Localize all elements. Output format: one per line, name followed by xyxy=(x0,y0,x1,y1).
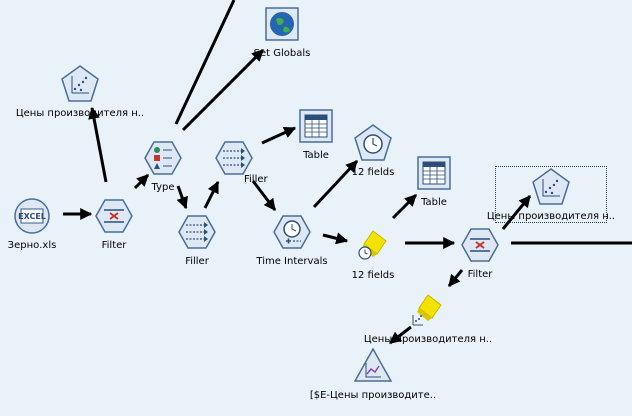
link-ti-model xyxy=(322,232,349,245)
node-filler-2[interactable]: Filler xyxy=(178,215,216,267)
node-label: Filter xyxy=(101,240,127,251)
node-type[interactable]: Type xyxy=(144,141,182,193)
globe-icon xyxy=(265,7,299,41)
node-model-1[interactable]: 12 fields xyxy=(352,230,394,281)
filler-icon xyxy=(178,215,216,249)
node-time-intervals[interactable]: Time Intervals xyxy=(256,215,328,267)
node-filter-2[interactable]: Filter xyxy=(461,228,499,280)
node-label: Table xyxy=(303,150,329,161)
node-label: Filler xyxy=(185,256,209,267)
link-filler1-table xyxy=(261,126,297,145)
filter-icon xyxy=(461,228,499,262)
link-ti-fields xyxy=(312,159,359,209)
node-label: 12 fields xyxy=(351,167,395,178)
node-label: 12 fields xyxy=(351,270,395,281)
node-label: Цены производителя н.. xyxy=(363,334,493,345)
node-filter-1[interactable]: Filter xyxy=(95,199,133,251)
link-filler1-timeintervals xyxy=(251,180,277,211)
link-filter-type xyxy=(133,173,150,190)
excel-source-icon: EXCEL xyxy=(14,198,50,234)
node-label: Цены производителя н.. xyxy=(15,108,145,119)
node-set-globals[interactable]: Set Globals xyxy=(254,7,310,59)
link-filter-model2 xyxy=(447,269,464,287)
node-label: Time Intervals xyxy=(256,256,328,267)
plot-icon xyxy=(532,168,570,205)
link-model-table xyxy=(391,193,418,220)
node-e-plot[interactable]: [$E-Цены производите.. xyxy=(310,347,436,401)
time-intervals-icon xyxy=(273,215,311,249)
link-filler2-filler1 xyxy=(203,180,220,209)
selection-box xyxy=(495,166,607,223)
table-icon xyxy=(299,109,333,143)
filler-icon xyxy=(215,141,253,175)
node-plot-2[interactable]: Цены производителя н.. xyxy=(487,168,615,222)
type-icon xyxy=(144,141,182,175)
node-label: Filler xyxy=(244,174,268,185)
node-excel-source[interactable]: EXCEL Зерно.xls xyxy=(8,198,56,251)
node-table-2[interactable]: Table xyxy=(417,156,451,208)
filter-icon xyxy=(95,199,133,233)
plot-icon xyxy=(61,65,99,102)
node-label: Set Globals xyxy=(253,48,311,59)
node-label: Цены производителя н.. xyxy=(486,211,616,222)
table-icon xyxy=(417,156,451,190)
node-label: [$E-Цены производите.. xyxy=(309,390,437,401)
node-label: Type xyxy=(151,182,175,193)
link-type-filler2 xyxy=(176,185,188,210)
node-plot-1[interactable]: Цены производителя н.. xyxy=(16,65,144,119)
node-label: Table xyxy=(421,197,447,208)
node-label: Filter xyxy=(467,269,493,280)
node-table-1[interactable]: Table xyxy=(299,109,333,161)
node-label: Зерно.xls xyxy=(7,240,57,251)
model-nugget-icon xyxy=(412,294,442,326)
node-model-2[interactable]: Цены производителя н.. xyxy=(364,294,492,345)
e-plot-icon xyxy=(354,347,392,382)
link-type-setglobals xyxy=(181,48,265,132)
node-filler-1[interactable]: Filler xyxy=(215,141,268,185)
node-fields-1[interactable]: 12 fields xyxy=(352,124,394,178)
clock-icon xyxy=(354,124,392,161)
link-filter-plot xyxy=(88,106,108,183)
link-type-offscreen xyxy=(174,0,236,125)
svg-text:EXCEL: EXCEL xyxy=(18,212,46,221)
model-nugget-icon xyxy=(358,230,387,260)
link-model2-eplot xyxy=(389,325,412,345)
link-filter-plot2 xyxy=(501,195,532,230)
